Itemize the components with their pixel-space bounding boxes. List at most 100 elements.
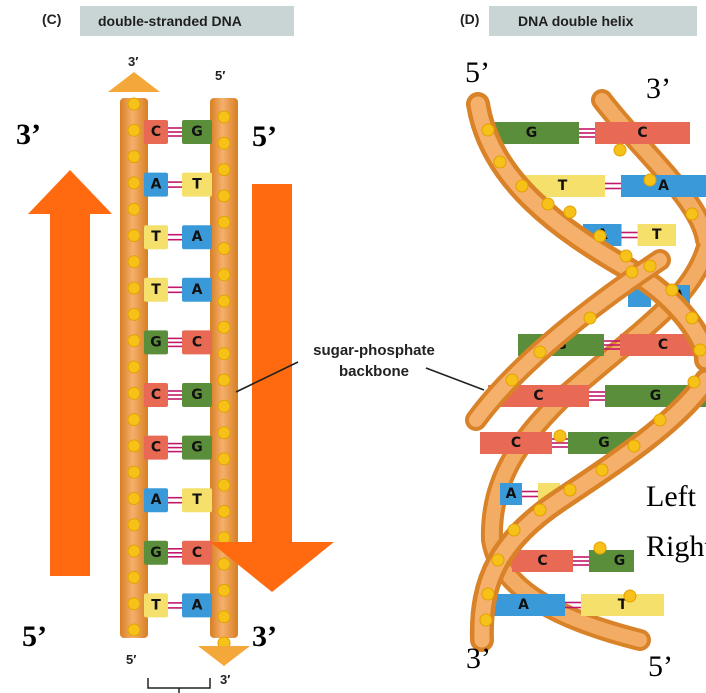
right-backbone-strand <box>210 98 238 638</box>
helix-phosphate-dot <box>595 463 609 477</box>
helix-phosphate-dot <box>643 259 657 273</box>
helix-phosphate-dot <box>685 311 699 325</box>
phosphate-dot <box>127 307 141 321</box>
phosphate-dot <box>217 610 231 624</box>
left-base-block <box>144 172 168 197</box>
right-base-block <box>182 172 212 197</box>
helix-phosphate-dot <box>623 589 637 603</box>
left-arrow-bottom-label: 5’ <box>22 620 47 653</box>
phosphate-dot <box>127 334 141 348</box>
helix-right-base <box>581 594 664 616</box>
callout-line-1: sugar-phosphate <box>313 342 435 359</box>
helix-phosphate-dot <box>481 123 495 137</box>
helix-left-base <box>480 432 552 454</box>
phosphate-dot <box>217 242 231 255</box>
left-base-letter: C <box>151 440 161 456</box>
phosphate-dot <box>127 229 141 242</box>
helix-right-letter: G <box>614 553 626 569</box>
left-base-block <box>144 593 168 618</box>
helix-top-left-label: 5’ <box>465 56 490 89</box>
left-base-letter: G <box>150 334 162 350</box>
phosphate-dot <box>217 136 231 150</box>
left-base-block <box>144 383 168 407</box>
phosphate-dot <box>127 492 141 505</box>
phosphate-dot <box>127 255 141 269</box>
panel-d-helix: GCTAATAGCCGCGACGAT 5’ 3’ 3’ 5’ Left Righ… <box>465 56 706 683</box>
phosphate-dot <box>127 360 141 374</box>
helix-right-base <box>595 122 690 144</box>
phosphate-dot <box>217 110 231 124</box>
phosphate-dot <box>127 465 141 479</box>
helix-phosphate-dot <box>563 483 577 497</box>
helix-right-letter: C <box>658 337 668 353</box>
helix-left-letter: C <box>511 435 521 451</box>
helix-phosphate-dot <box>653 413 667 427</box>
left-base-block <box>144 120 168 144</box>
helix-phosphate-dot <box>515 179 529 193</box>
helix-left-letter: C <box>533 388 543 404</box>
right-base-block <box>182 540 212 565</box>
panel-c-tag: (C) <box>42 11 61 27</box>
helix-phosphate-dot <box>481 587 495 601</box>
right-base-block <box>182 225 212 250</box>
helix-right-letter: C <box>637 125 647 141</box>
helix-phosphate-dot <box>643 173 657 187</box>
helix-phosphate-dot <box>687 375 701 389</box>
left-base-letter: T <box>151 282 161 298</box>
panel-c-header: (C) double-stranded DNA <box>42 6 294 36</box>
helix-left-letter: A <box>518 597 529 613</box>
panel-d-title: DNA double helix <box>518 13 634 29</box>
phosphate-dot <box>127 623 141 637</box>
left-base-block <box>144 225 168 250</box>
left-base-block <box>144 435 168 460</box>
left-strand-top-label: 3′ <box>128 54 138 69</box>
up-arrow-shape <box>28 170 112 576</box>
helix-left-base <box>500 483 522 505</box>
helix-left-base <box>482 594 565 616</box>
helix-right-letter: T <box>618 597 628 613</box>
left-base-letter: T <box>151 229 161 245</box>
helix-phosphate-dot <box>593 541 607 555</box>
phosphate-dot <box>127 597 141 611</box>
left-base-letter: C <box>151 124 161 140</box>
helix-phosphate-dot <box>533 503 547 517</box>
panel-c-title: double-stranded DNA <box>98 13 242 29</box>
right-base-letter: A <box>192 229 203 245</box>
overlay-text-bg <box>634 474 706 574</box>
helix-phosphate-dot <box>613 143 627 157</box>
phosphate-dot <box>127 544 141 558</box>
right-strand-top-label: 5′ <box>215 68 225 83</box>
phosphate-dot <box>127 439 141 453</box>
phosphate-dot <box>127 570 141 584</box>
callout-leader-right <box>425 367 485 391</box>
width-bracket <box>147 678 211 689</box>
phosphate-dot <box>127 123 141 137</box>
phosphate-dot <box>127 413 141 427</box>
phosphate-dot <box>217 163 231 177</box>
helix-phosphate-dot <box>553 429 567 443</box>
ladder-phosphate-dots <box>127 97 231 650</box>
helix-right-base <box>637 224 676 246</box>
left-base-letter: A <box>151 177 162 193</box>
right-base-block <box>182 120 212 144</box>
left-base-letter: T <box>151 597 161 613</box>
helix-right-letter: G <box>598 435 610 451</box>
helix-right-letter: T <box>652 227 662 243</box>
phosphate-dot <box>217 373 231 387</box>
helix-bottom-left-label: 3’ <box>466 642 491 675</box>
helix-phosphate-dot <box>479 613 493 627</box>
right-base-letter: G <box>191 124 203 140</box>
helix-phosphate-dot <box>665 283 679 297</box>
helix-right-base <box>620 334 706 356</box>
